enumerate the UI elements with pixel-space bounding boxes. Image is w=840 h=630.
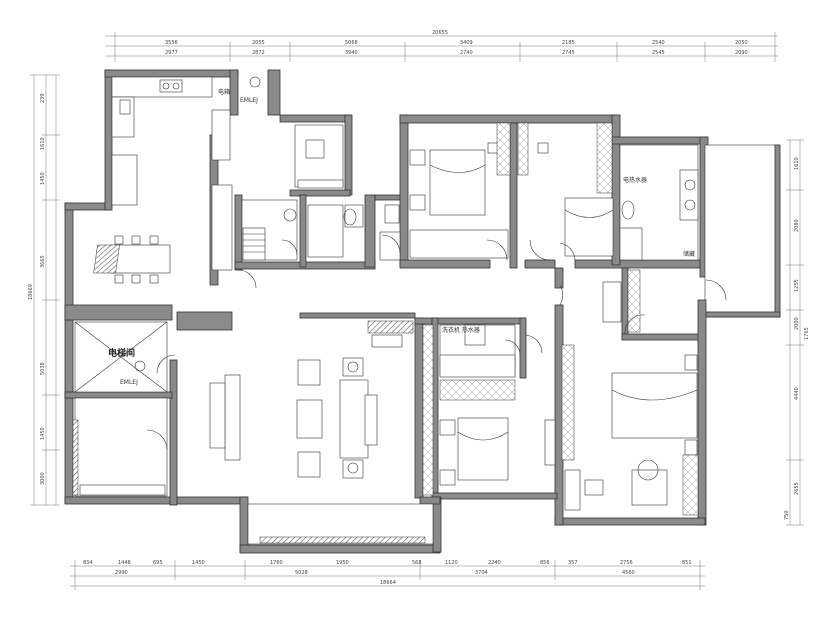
dim-bot-9: 2240 [488, 560, 501, 566]
dim-left-1: 239 [40, 93, 46, 103]
balcony-store-label: 储藏 [683, 250, 695, 258]
dim-left-7: 3000 [40, 472, 46, 485]
dim-left-2: 1610 [40, 137, 46, 150]
heater-label: 电热水器 [623, 176, 647, 184]
dim-bot2-2: 5028 [295, 570, 308, 576]
dim-bot-5: 1760 [270, 560, 283, 566]
walls [64, 69, 781, 554]
dim-bot-12: 2756 [620, 560, 633, 566]
dim-top-3: 5068 [345, 40, 358, 46]
dim-top-6: 2540 [652, 40, 665, 46]
dim-left-total: 18669 [28, 284, 34, 300]
dim-left-4: 3665 [40, 255, 46, 268]
dim-bot-1: 834 [83, 560, 93, 566]
dim-bot-7: 568 [412, 560, 422, 566]
middle-bedroom: 洗衣机 热水器 [422, 324, 516, 496]
right-dimensions: 1610 2080 1255 2000 4440 2655 750 1765 [784, 139, 810, 526]
kitchen: 电箱 [111, 76, 233, 271]
study-top [294, 124, 344, 189]
dim-bot-11: 357 [568, 560, 578, 566]
well-label: 电箱 [218, 88, 230, 96]
bottom-balcony [247, 503, 434, 545]
dim-bot-4: 1450 [192, 560, 205, 566]
dim-left-3: 1450 [40, 172, 46, 185]
dim-left-5: 5038 [40, 362, 46, 375]
dim-right-4: 2000 [794, 317, 800, 330]
dim-top-2: 2055 [252, 40, 265, 46]
dim-top2-7: 2090 [735, 50, 748, 56]
dim-top2-2: 2872 [252, 50, 265, 56]
dim-right-6: 2655 [794, 482, 800, 495]
dim-right-1: 1610 [794, 157, 800, 170]
master-bath: 电热水器 储藏 [619, 144, 699, 261]
elevator-hall-label: 电梯间 [108, 347, 135, 359]
dim-top-5: 2185 [562, 40, 575, 46]
bedroom-top-left [409, 142, 509, 259]
dim-top-1: 3556 [165, 40, 178, 46]
dim-top2-5: 2745 [562, 50, 575, 56]
dim-bot-total: 18664 [380, 580, 396, 586]
doors [146, 234, 727, 451]
dim-bot2-4: 4560 [622, 570, 635, 576]
dim-top-4: 3409 [460, 40, 473, 46]
living-room [209, 320, 414, 479]
dining-table [93, 235, 171, 284]
dim-bot2-1: 2990 [115, 570, 128, 576]
dim-left-6: 1450 [40, 427, 46, 440]
dim-bot-2: 1448 [118, 560, 131, 566]
dim-right-5: 4440 [794, 387, 800, 400]
dim-top2-1: 2977 [165, 50, 178, 56]
dim-top-7: 2050 [735, 40, 748, 46]
dim-right-2: 2080 [794, 219, 800, 232]
dim-bot-8: 1120 [445, 560, 458, 566]
elevator-hall: 电梯间 EMLEJ EMLEJ [72, 76, 261, 497]
dim-right-7: 750 [784, 510, 790, 520]
laundry-sink-label: 洗衣机 热水器 [442, 326, 480, 334]
dim-top-total: 20655 [432, 30, 448, 36]
top-dimensions: 20655 3556 2055 5068 3409 2185 2540 2050… [105, 30, 778, 62]
central-bath [241, 199, 401, 261]
dim-top2-3: 3940 [345, 50, 358, 56]
dim-bot2-3: 3704 [475, 570, 488, 576]
left-dimensions: 239 1610 1450 3665 5038 1450 3000 18669 [28, 74, 60, 506]
dim-right-total: 1765 [804, 327, 810, 340]
right-closet [602, 269, 641, 333]
dim-top2-6: 2545 [652, 50, 665, 56]
dim-bot-13: 851 [682, 560, 692, 566]
master-bedroom [544, 344, 699, 516]
dim-bot-6: 1950 [336, 560, 349, 566]
bedroom-top-right [496, 122, 614, 257]
elevator-label: EMLEJ [120, 379, 138, 386]
elevator-top-label: EMLEJ [240, 97, 258, 104]
dim-bot-3: 695 [153, 560, 163, 566]
dim-top2-4: 2740 [460, 50, 473, 56]
dim-right-3: 1255 [794, 279, 800, 292]
bottom-dimensions: 834 1448 695 1450 1760 1950 568 1120 224… [70, 560, 705, 590]
dim-bot-10: 856 [540, 560, 550, 566]
